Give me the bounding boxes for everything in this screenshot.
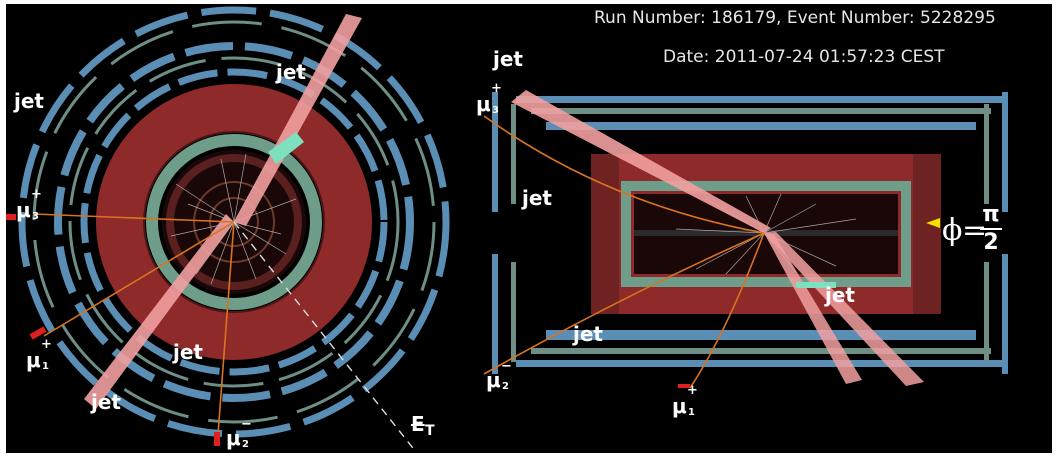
muon-track-mu3 [33, 213, 235, 223]
detector-canvas [6, 6, 1008, 453]
muon-ring-middle [54, 42, 414, 402]
muon-label-mu3-right: μ + 3 [476, 81, 502, 116]
muon-chamber-top-1 [516, 96, 1006, 103]
phi-numerator: π [982, 202, 1000, 227]
muon-hit-mu2 [214, 432, 220, 446]
muon-label-mu1-right: μ + 1 [672, 383, 698, 418]
endcap-right-2 [984, 104, 989, 204]
jet-label-left-bottom: jet [91, 390, 121, 414]
muon-chamber-bottom-1 [516, 360, 1006, 367]
jet-cone-bottom-right-1 [764, 232, 924, 386]
event-display: Run Number: 186179, Event Number: 522829… [6, 4, 1052, 453]
endcap-right-1 [1002, 92, 1008, 212]
endcap-left-1 [492, 92, 498, 212]
jet-label-right-top: jet [493, 47, 523, 71]
muon-label-mu3-left: μ + 3 [16, 187, 42, 222]
jet-deposit-upper [268, 132, 304, 164]
hcal-inner-edge [143, 131, 325, 313]
hcal-ring [96, 84, 372, 360]
muon-chamber-top-3 [546, 122, 976, 130]
transverse-view [6, 6, 450, 453]
muon-ring-middle-2 [68, 56, 400, 388]
inner-detector-ring [146, 134, 322, 310]
muon-chamber-bottom-2 [531, 348, 991, 354]
muon-track-mu1 [43, 221, 235, 337]
muon-ring-outer-2 [32, 20, 436, 424]
phi-marker [926, 218, 940, 228]
muon-chamber-top-2 [531, 108, 991, 114]
muon-track-mu2 [217, 221, 235, 435]
date-label: Date: 2011-07-24 01:57:23 CEST [663, 47, 945, 67]
muon-ring-inner [80, 68, 388, 376]
muon-label-mu1-left: μ + 1 [26, 337, 52, 372]
jet-label-right-left: jet [522, 186, 552, 210]
phi-denominator: 2 [983, 230, 999, 255]
jet-cone-upper-right [234, 14, 362, 226]
endcap-left-2 [511, 104, 516, 204]
tracker-ring [193, 181, 275, 263]
pixel-ring [166, 154, 302, 290]
phi-fraction-bar [980, 228, 1002, 230]
muon-label-mu2-right: μ − 2 [486, 359, 512, 392]
muon-hit-mu3 [6, 214, 16, 220]
endcap-left-4 [511, 262, 516, 362]
jet-cone-lower-left [84, 214, 234, 409]
jet-deposit-right [796, 282, 836, 288]
met-line [233, 221, 417, 453]
muon-track-mu1-long [689, 232, 765, 389]
muon-track-mu3-long [483, 115, 765, 234]
hcal-endcap-right [913, 154, 941, 314]
tracker-ring-2 [209, 197, 259, 247]
jet-cone-top-left [511, 90, 771, 233]
jet-cone-bottom-right-2 [764, 233, 862, 384]
jet-label-left-top: jet [276, 60, 306, 84]
muon-ring-outer [18, 6, 450, 438]
jet-label-right-lower: jet [825, 283, 855, 307]
muon-label-mu2-left: μ − 2 [226, 417, 252, 450]
met-label: E T [411, 412, 435, 439]
endcap-left-3 [492, 254, 498, 374]
muon-track-mu2-long [483, 232, 765, 375]
hcal-endcap-left [591, 154, 619, 314]
endcap-right-4 [984, 262, 989, 362]
jet-label-left-upper: jet [14, 89, 44, 113]
muon-hit-mu1-long [678, 384, 690, 388]
muon-chamber-bottom-3 [546, 330, 976, 340]
muon-hit-mu1 [29, 326, 47, 340]
jet-label-left-mid: jet [173, 340, 203, 364]
longitudinal-view [483, 90, 1008, 389]
inner-detector-box [621, 181, 911, 287]
jet-label-right-bottom: jet [573, 322, 603, 346]
run-event-label: Run Number: 186179, Event Number: 522829… [594, 8, 996, 28]
endcap-right-3 [1002, 254, 1008, 374]
